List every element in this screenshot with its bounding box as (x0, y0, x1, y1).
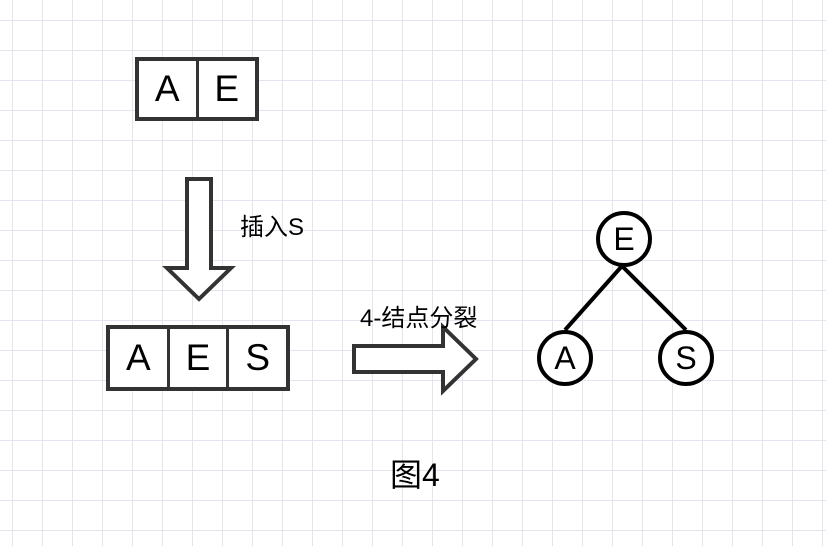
split-label: 4-结点分裂 (360, 305, 478, 332)
top-node-box: A E (135, 57, 259, 121)
bottom-key-e: E (166, 329, 227, 387)
down-arrow-icon (162, 177, 236, 302)
tree-left-node: A (537, 330, 593, 386)
tree-edge-left (563, 264, 624, 332)
tree-right-node: S (658, 330, 714, 386)
tree-root-node: E (596, 211, 652, 267)
insert-label: 插入S (240, 214, 305, 241)
tree-edge-right (620, 264, 688, 332)
bottom-key-a: A (125, 337, 151, 378)
figure-caption: 图4 (390, 457, 440, 493)
right-arrow-icon (352, 322, 479, 396)
top-key-a: A (154, 68, 180, 109)
top-key-e: E (195, 61, 256, 117)
bottom-node-box: A E S (106, 325, 290, 391)
bottom-key-s: S (226, 329, 286, 387)
